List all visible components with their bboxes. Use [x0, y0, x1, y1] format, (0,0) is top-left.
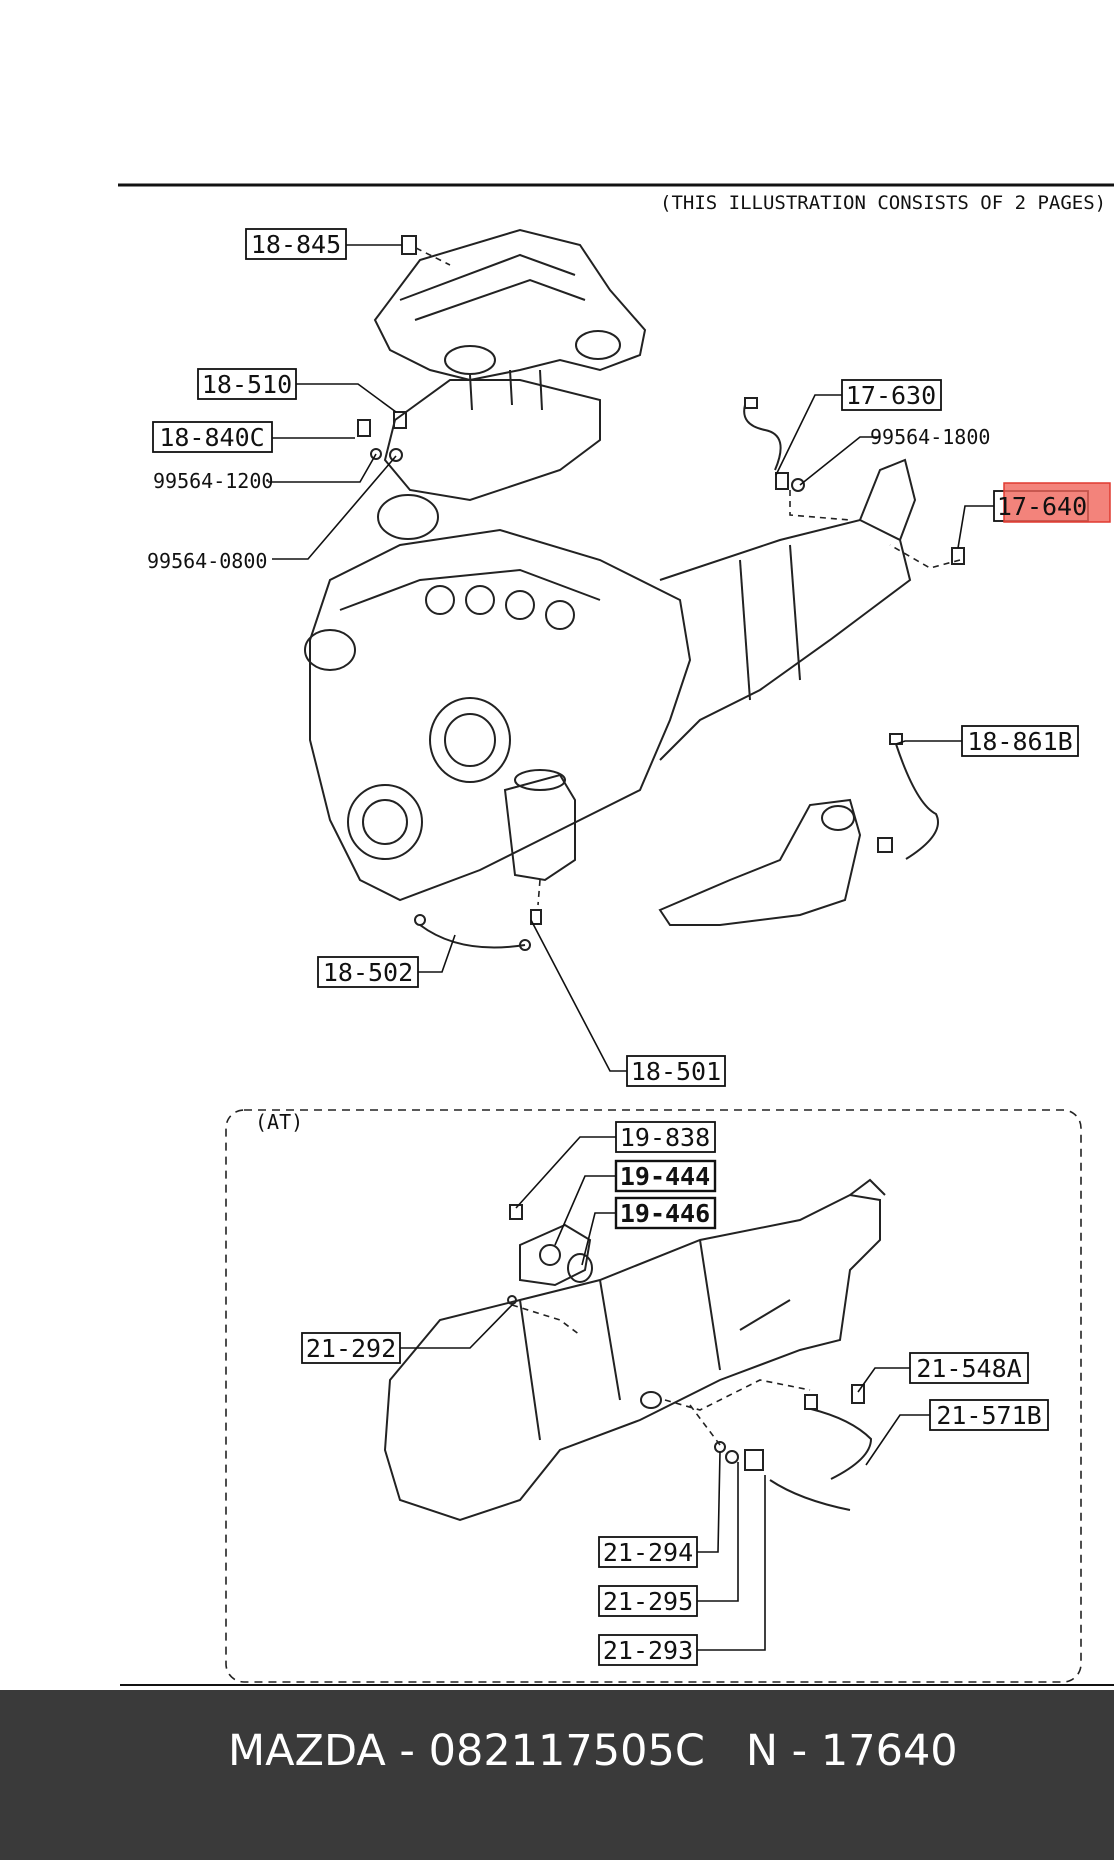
callout-label: 17-630	[846, 381, 936, 410]
at-transmission-drawing	[383, 1178, 886, 1522]
callout-19-446[interactable]: 19-446	[614, 1196, 717, 1230]
highlight-box	[1003, 482, 1111, 523]
callout-18-840C[interactable]: 18-840C	[152, 421, 273, 453]
callout-label: 21-294	[603, 1538, 693, 1567]
callout-label: 18-510	[202, 370, 292, 399]
plain-label-99564-1200[interactable]: 99564-1200	[153, 469, 273, 493]
callout-label: 18-845	[251, 230, 341, 259]
at-inset-frame	[225, 1109, 1082, 1683]
parts-diagram: (THIS ILLUSTRATION CONSISTS OF 2 PAGES)	[118, 183, 1114, 1686]
callout-label: 21-571B	[936, 1401, 1041, 1430]
callout-label: 18-840C	[159, 423, 264, 452]
callout-18-501[interactable]: 18-501	[626, 1055, 726, 1087]
callout-label: 18-861B	[967, 727, 1072, 756]
callout-label: 19-838	[620, 1123, 710, 1152]
callout-label: 19-446	[620, 1199, 710, 1228]
callout-17-640[interactable]: 17-640	[993, 482, 1111, 523]
callout-19-838[interactable]: 19-838	[615, 1121, 716, 1153]
callout-label: 21-548A	[916, 1354, 1021, 1383]
callout-label: 21-295	[603, 1587, 693, 1616]
callout-label: 18-502	[323, 958, 413, 987]
callout-label: 17-640	[997, 492, 1087, 521]
callout-21-548A[interactable]: 21-548A	[909, 1352, 1029, 1384]
engine-drawing	[304, 228, 965, 951]
callout-19-444[interactable]: 19-444	[614, 1159, 717, 1193]
callout-21-292[interactable]: 21-292	[301, 1332, 401, 1364]
callout-17-630[interactable]: 17-630	[841, 379, 942, 411]
callout-label: 21-293	[603, 1636, 693, 1665]
callout-label: 19-444	[620, 1162, 710, 1191]
at-guide-lines	[511, 1304, 811, 1446]
guide-lines	[415, 247, 961, 906]
footer-part-number: MAZDA - 082117505C N - 17640	[228, 1726, 958, 1776]
callout-18-861B[interactable]: 18-861B	[961, 725, 1079, 757]
callout-21-571B[interactable]: 21-571B	[929, 1399, 1049, 1431]
callout-21-294[interactable]: 21-294	[598, 1536, 698, 1568]
callout-label: 18-501	[631, 1057, 721, 1086]
callout-18-845[interactable]: 18-845	[245, 228, 347, 260]
footer-bar: MAZDA - 082117505C N - 17640	[0, 1690, 1114, 1860]
at-leader-lines	[400, 1136, 930, 1651]
at-inset-label: (AT)	[255, 1110, 303, 1134]
callout-18-502[interactable]: 18-502	[317, 956, 419, 988]
header-note: (THIS ILLUSTRATION CONSISTS OF 2 PAGES)	[660, 192, 1106, 214]
callout-21-293[interactable]: 21-293	[598, 1634, 698, 1666]
callout-21-295[interactable]: 21-295	[598, 1585, 698, 1617]
plain-label-99564-0800[interactable]: 99564-0800	[147, 549, 267, 573]
plain-label-99564-1800[interactable]: 99564-1800	[870, 425, 990, 449]
callout-18-510[interactable]: 18-510	[197, 368, 297, 400]
callout-label: 21-292	[306, 1334, 396, 1363]
leader-lines	[268, 244, 994, 1072]
